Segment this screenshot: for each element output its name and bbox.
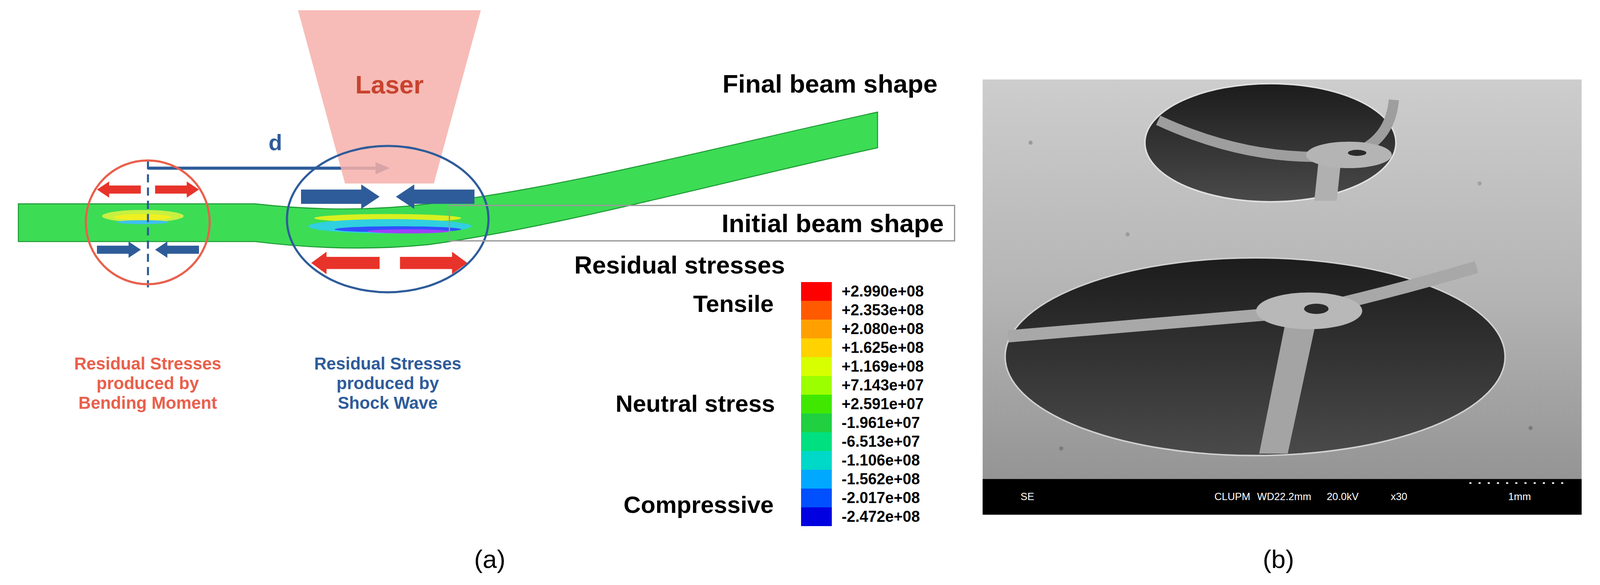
color-bar-legend: +2.990e+08+2.353e+08+2.080e+08+1.625e+08… <box>801 282 924 527</box>
legend-value: +1.169e+08 <box>841 357 924 376</box>
sem-info: 20.0kV <box>1326 491 1359 504</box>
color-swatch <box>801 394 832 414</box>
color-swatch <box>801 376 832 395</box>
legend-row: -1.106e+08 <box>801 451 924 471</box>
region-ellipse <box>85 160 210 285</box>
legend-row: +2.591e+07 <box>801 394 924 414</box>
legend-row: -2.472e+08 <box>801 507 924 527</box>
surface-speck <box>1058 446 1064 451</box>
region-ellipse <box>286 146 489 293</box>
scale-annotation: Tensile <box>693 290 774 318</box>
legend-row: -2.017e+08 <box>801 488 924 508</box>
flexure-stem <box>1259 310 1319 454</box>
stress-patch <box>114 214 172 221</box>
surface-speck <box>1477 181 1482 186</box>
legend-value: +2.990e+08 <box>841 282 924 301</box>
laser-cone <box>298 10 481 184</box>
shock-region: Residual Stresses produced by Shock Wave <box>285 144 490 294</box>
legend-row: +2.080e+08 <box>801 319 924 339</box>
stress-patch <box>367 229 449 234</box>
legend-value: +2.080e+08 <box>841 320 924 338</box>
legend-value: +7.143e+07 <box>841 376 924 395</box>
tension-arrow <box>155 181 199 198</box>
panel-label: (b) <box>1262 544 1294 575</box>
legend-value: +2.353e+08 <box>841 301 924 319</box>
legend-row: -1.961e+07 <box>801 413 924 433</box>
color-swatch <box>801 319 832 339</box>
legend-value: -6.513e+07 <box>841 432 920 451</box>
scale-annotation: Neutral stress <box>615 390 776 418</box>
legend-value: -1.961e+07 <box>841 414 920 432</box>
legend-row: +1.625e+08 <box>801 338 924 358</box>
beam-label: Initial beam shape <box>721 208 944 239</box>
tension-arrow <box>311 251 380 275</box>
color-swatch <box>801 413 832 433</box>
color-swatch <box>801 507 832 527</box>
scale-bar <box>1469 482 1567 485</box>
dimension-label: d <box>268 130 283 156</box>
color-swatch <box>801 451 832 471</box>
sem-info: CLUPM <box>1214 491 1251 504</box>
legend-row: -6.513e+07 <box>801 432 924 452</box>
legend-value: +2.591e+07 <box>841 395 924 413</box>
color-swatch <box>801 488 832 508</box>
dashed-axis <box>146 160 150 288</box>
compression-arrow <box>96 241 141 258</box>
region-caption: Residual Stresses produced by Shock Wave <box>310 353 466 413</box>
region-caption: Residual Stresses produced by Bending Mo… <box>70 353 226 413</box>
panel-label: (a) <box>473 544 506 575</box>
legend-row: +1.169e+08 <box>801 357 924 377</box>
region-outline <box>285 144 490 294</box>
legend-row: -1.562e+08 <box>801 470 924 489</box>
upper-cavity <box>1144 83 1396 202</box>
shape-label: Final beam shape <box>722 69 938 99</box>
color-swatch <box>801 470 832 489</box>
sem-info-bar <box>982 479 1582 516</box>
legend-value: -1.562e+08 <box>841 470 920 489</box>
compression-arrow <box>301 184 380 209</box>
bending-region: Residual Stresses produced by Bending Mo… <box>84 159 211 286</box>
color-swatch <box>801 338 832 358</box>
surface-speck <box>1125 232 1130 237</box>
color-swatch <box>801 357 832 377</box>
scale-label: 1mm <box>1508 491 1531 504</box>
stress-patch <box>308 219 472 234</box>
legend-value: -2.472e+08 <box>841 508 920 526</box>
initial-beam-box: Initial beam shape <box>448 204 956 242</box>
legend-value: -2.017e+08 <box>841 489 920 507</box>
sem-info: SE <box>1020 491 1035 504</box>
color-swatch <box>801 432 832 452</box>
surface-speck <box>1028 140 1033 146</box>
flexure-hub <box>1306 141 1393 169</box>
stress-patch <box>117 220 169 225</box>
legend-row: +2.990e+08 <box>801 282 924 302</box>
lower-cavity <box>1005 257 1506 456</box>
flexure-hub <box>1256 292 1363 330</box>
sem-image <box>982 79 1582 515</box>
legend-row: +7.143e+07 <box>801 376 924 395</box>
legend-title: Residual stresses <box>574 251 785 280</box>
laser-beam: Laser <box>298 10 481 184</box>
laser-label: Laser <box>355 70 424 100</box>
tension-arrow <box>96 181 141 198</box>
color-swatch <box>801 282 832 302</box>
legend-value: -1.106e+08 <box>841 451 920 470</box>
legend-value: +1.625e+08 <box>841 339 924 357</box>
legend-row: +2.353e+08 <box>801 301 924 320</box>
scale-annotation: Compressive <box>623 491 774 519</box>
region-outline <box>84 159 211 286</box>
color-swatch <box>801 301 832 320</box>
hub-hole <box>1348 149 1367 156</box>
compression-arrow <box>155 241 199 258</box>
sem-info: x30 <box>1390 491 1408 504</box>
sem-info: WD22.2mm <box>1257 491 1312 504</box>
hub-hole <box>1304 304 1329 315</box>
surface-speck <box>1528 426 1533 431</box>
